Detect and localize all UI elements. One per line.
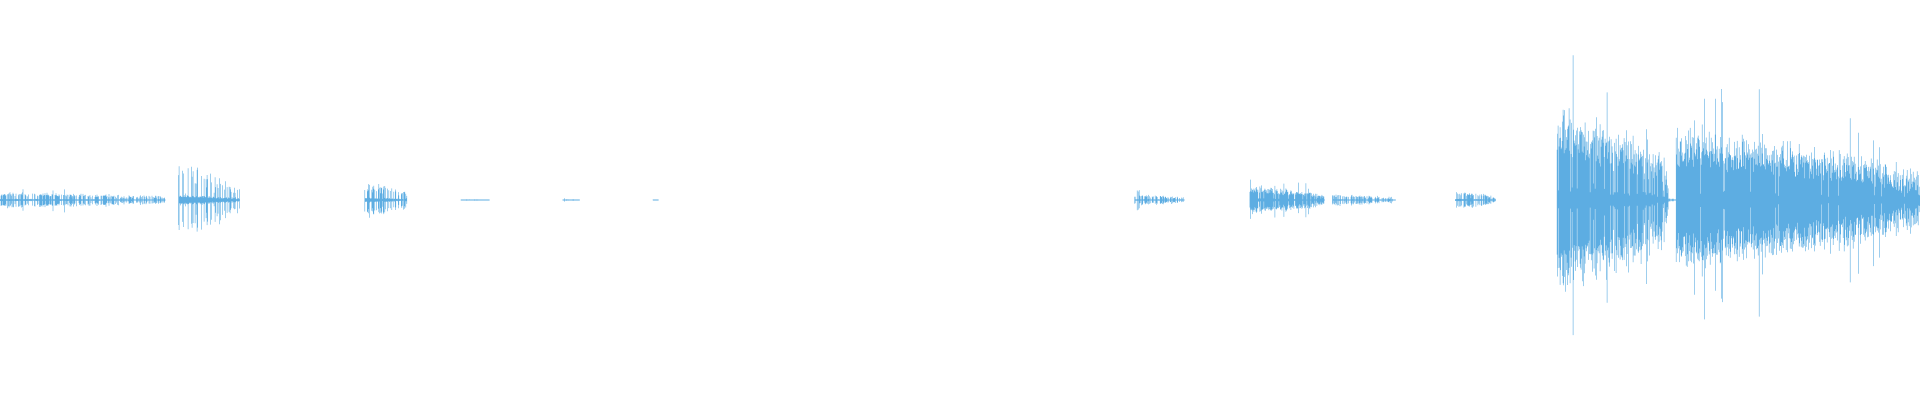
waveform-bars [0, 55, 1920, 336]
